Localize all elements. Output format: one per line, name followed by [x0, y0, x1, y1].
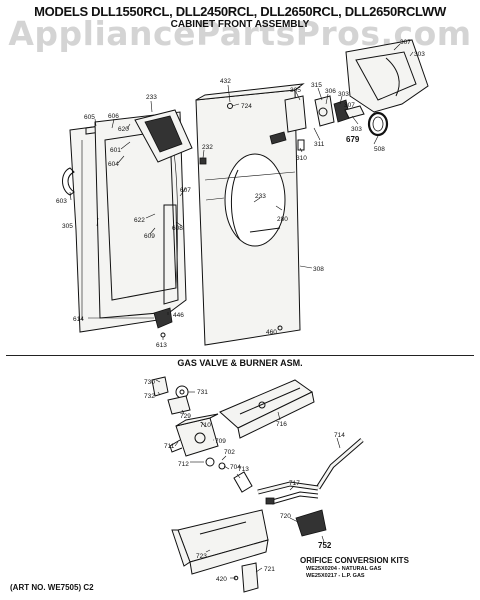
label-606: 606 — [108, 113, 119, 120]
gas-supply-pipe[interactable] — [257, 438, 364, 495]
label-729: 729 — [180, 413, 191, 420]
label-303a: 303 — [338, 91, 349, 98]
label-712: 712 — [178, 461, 189, 468]
label-233a: 233 — [146, 94, 157, 101]
gas-valve-title: GAS VALVE & BURNER ASM. — [177, 358, 303, 368]
label-730: 730 — [144, 379, 155, 386]
felt-303[interactable] — [344, 105, 365, 119]
label-711: 711 — [164, 443, 175, 450]
models-header: MODELS DLL1550RCL, DLL2450RCL, DLL2650RC… — [34, 4, 446, 19]
label-233b: 233 — [255, 193, 266, 200]
label-731: 731 — [197, 389, 208, 396]
label-601: 601 — [110, 147, 121, 154]
label-713: 713 — [238, 466, 249, 473]
label-752: 752 — [318, 541, 332, 550]
burner-base[interactable] — [171, 509, 269, 575]
label-307b: 307 — [400, 39, 411, 46]
label-607: 607 — [180, 187, 191, 194]
art-number: (ART NO. WE7505) C2 — [10, 583, 94, 592]
burner-orifice-fitting[interactable] — [218, 462, 253, 493]
label-614: 614 — [73, 316, 84, 323]
drum-bearing-ring[interactable] — [367, 111, 389, 137]
label-446: 446 — [173, 312, 184, 319]
label-303c: 303 — [414, 51, 425, 58]
label-432: 432 — [220, 78, 231, 85]
label-732: 732 — [144, 393, 155, 400]
label-723: 723 — [196, 553, 207, 560]
section-divider — [6, 355, 474, 356]
label-305: 305 — [290, 87, 301, 94]
label-622: 622 — [134, 217, 145, 224]
label-315: 315 — [311, 82, 322, 89]
label-280: 280 — [277, 216, 288, 223]
gas-valve[interactable] — [169, 413, 219, 467]
label-702: 702 — [224, 449, 235, 456]
label-311: 311 — [314, 141, 325, 148]
lint-filter[interactable] — [134, 109, 193, 163]
label-717: 717 — [289, 480, 300, 487]
label-720: 720 — [280, 513, 291, 520]
label-710: 710 — [200, 422, 211, 429]
label-613: 613 — [156, 342, 167, 349]
label-724: 724 — [241, 103, 252, 110]
label-716: 716 — [276, 421, 287, 428]
label-620: 620 — [118, 126, 129, 133]
igniter-bracket[interactable] — [151, 376, 189, 399]
label-704: 704 — [230, 464, 241, 471]
door-hinge[interactable] — [153, 307, 173, 329]
label-721: 721 — [264, 566, 275, 573]
label-679: 679 — [346, 135, 360, 144]
label-714: 714 — [334, 432, 345, 439]
label-605: 605 — [84, 114, 95, 121]
door-gasket[interactable] — [163, 204, 179, 305]
control-board[interactable] — [284, 95, 307, 133]
burner-assembly[interactable] — [219, 379, 315, 439]
door-handle[interactable] — [62, 167, 75, 196]
label-303b: 303 — [351, 126, 362, 133]
front-bulkhead[interactable] — [345, 39, 429, 113]
label-310: 310 — [296, 155, 307, 162]
label-232: 232 — [202, 144, 213, 151]
label-709: 709 — [215, 438, 226, 445]
flame-sensor[interactable] — [167, 395, 191, 415]
label-508: 508 — [374, 146, 385, 153]
orifice-kit-lp: WE25X0217 - L.P. GAS — [306, 573, 365, 579]
valve-coil[interactable] — [205, 457, 215, 467]
label-603: 603 — [56, 198, 67, 205]
label-308: 308 — [313, 266, 324, 273]
door-switch[interactable] — [199, 157, 207, 165]
leader-lines — [69, 43, 414, 579]
bracket-310[interactable] — [297, 139, 305, 151]
label-460: 460 — [266, 329, 277, 336]
bearing-housing[interactable] — [314, 95, 335, 127]
hinge-screw[interactable] — [160, 332, 166, 338]
label-305b: 305 — [62, 223, 73, 230]
burner-cover[interactable] — [241, 562, 259, 593]
cabinet-front-title: CABINET FRONT ASSEMBLY — [170, 19, 310, 30]
orifice-kits-title: ORIFICE CONVERSION KITS — [300, 556, 409, 565]
label-609: 609 — [144, 233, 155, 240]
sensor-bracket[interactable] — [269, 131, 287, 145]
label-420: 420 — [216, 576, 227, 583]
label-604: 604 — [108, 161, 119, 168]
bracket-720[interactable] — [295, 509, 327, 537]
label-608: 608 — [172, 225, 183, 232]
label-307: 307 — [344, 102, 355, 109]
cabinet-front-panel[interactable] — [195, 83, 305, 346]
gas-wire-harness[interactable] — [265, 491, 319, 505]
label-306: 306 — [325, 88, 336, 95]
orifice-kit-natural: WE25X0204 - NATURAL GAS — [306, 566, 382, 572]
